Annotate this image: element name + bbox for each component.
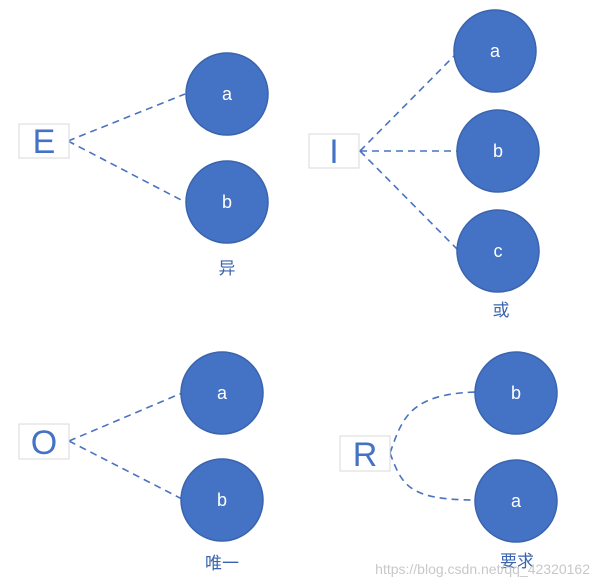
diagram-r: R b a 要求 bbox=[339, 351, 558, 572]
diagram-e: E a b 异 bbox=[18, 52, 269, 279]
node-o-a-label: a bbox=[217, 383, 228, 403]
node-i-a-label: a bbox=[490, 41, 501, 61]
caption-o: 唯一 bbox=[205, 554, 239, 574]
label-o: O bbox=[31, 424, 57, 462]
connector-e-a bbox=[67, 93, 186, 142]
diagram-o: O a b 唯一 bbox=[18, 351, 264, 574]
node-e-b bbox=[185, 160, 269, 244]
label-box-o bbox=[18, 423, 70, 460]
connector-r-b bbox=[389, 391, 477, 454]
diagram-i: I a b c 或 bbox=[308, 9, 540, 321]
label-i: I bbox=[329, 133, 338, 171]
caption-i: 或 bbox=[493, 301, 510, 321]
node-o-b bbox=[180, 458, 264, 542]
label-box-e bbox=[18, 123, 70, 159]
label-r: R bbox=[353, 436, 378, 474]
connector-i-a bbox=[359, 54, 456, 152]
watermark-text: https://blog.csdn.net/qq_42320162 bbox=[375, 561, 590, 577]
node-r-a bbox=[474, 459, 558, 543]
node-e-a bbox=[185, 52, 269, 136]
label-e: E bbox=[33, 123, 56, 161]
node-i-c-label: c bbox=[494, 241, 503, 261]
label-box-i bbox=[308, 133, 360, 169]
node-r-b bbox=[474, 351, 558, 435]
connector-i-c bbox=[359, 150, 459, 251]
node-e-a-label: a bbox=[222, 84, 233, 104]
connector-o-a bbox=[68, 392, 183, 442]
connector-e-b bbox=[67, 140, 186, 203]
label-box-r bbox=[339, 435, 391, 472]
node-r-a-label: a bbox=[511, 491, 522, 511]
caption-e: 异 bbox=[219, 259, 236, 279]
connector-r-a bbox=[389, 452, 477, 501]
connector-o-b bbox=[68, 440, 183, 500]
caption-r: 要求 bbox=[500, 552, 534, 572]
node-o-b-label: b bbox=[217, 490, 227, 510]
node-i-c bbox=[456, 209, 540, 293]
node-i-b-label: b bbox=[493, 141, 503, 161]
node-i-a bbox=[453, 9, 537, 93]
node-o-a bbox=[180, 351, 264, 435]
node-i-b bbox=[456, 109, 540, 193]
node-r-b-label: b bbox=[511, 383, 521, 403]
node-e-b-label: b bbox=[222, 192, 232, 212]
